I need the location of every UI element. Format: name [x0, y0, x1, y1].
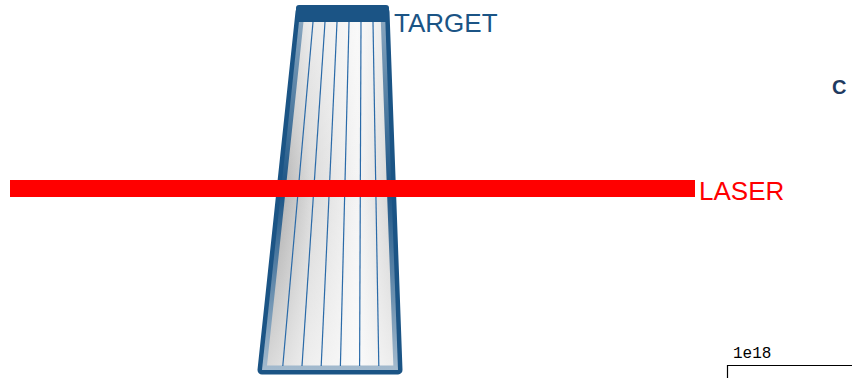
target-cap	[296, 5, 389, 22]
axis-scale-label: 1e18	[733, 345, 771, 363]
cut-title-fragment: C	[832, 76, 846, 99]
laser-label: LASER	[699, 176, 784, 207]
chart-axes	[728, 366, 852, 378]
laser-beam	[10, 180, 695, 197]
target-label: TARGET	[394, 8, 498, 39]
